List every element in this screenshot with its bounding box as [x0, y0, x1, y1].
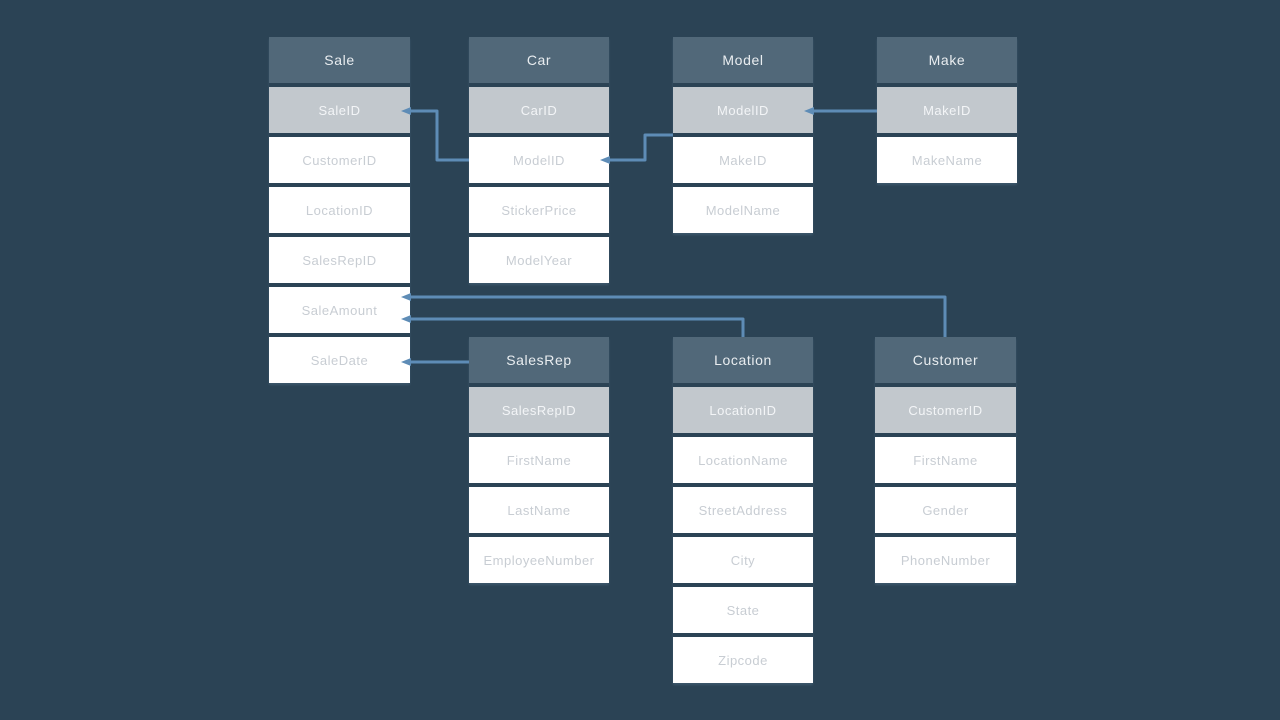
table-title-customer: Customer: [875, 337, 1016, 383]
field-row: ModelName: [673, 187, 813, 233]
field-row: ModelID: [469, 137, 609, 183]
field-row: EmployeeNumber: [469, 537, 609, 583]
field-row: MakeName: [877, 137, 1017, 183]
field-row: FirstName: [469, 437, 609, 483]
primary-key-row: SalesRepID: [469, 387, 609, 433]
field-row: MakeID: [673, 137, 813, 183]
field-row: StickerPrice: [469, 187, 609, 233]
field-row: City: [673, 537, 813, 583]
table-title-make: Make: [877, 37, 1017, 83]
field-row: LocationID: [269, 187, 410, 233]
field-row: FirstName: [875, 437, 1016, 483]
connector-line-Sale-SaleAmount-to-Location: [410, 317, 745, 337]
table-title-model: Model: [673, 37, 813, 83]
field-row: LocationName: [673, 437, 813, 483]
primary-key-row: CustomerID: [875, 387, 1016, 433]
field-row: PhoneNumber: [875, 537, 1016, 583]
field-row: State: [673, 587, 813, 633]
field-row: SaleAmount: [269, 287, 410, 333]
connector-line-Car-ModelID-to-Model-ModelID: [609, 133, 673, 162]
field-row: SaleDate: [269, 337, 410, 383]
primary-key-row: MakeID: [877, 87, 1017, 133]
table-title-sale: Sale: [269, 37, 410, 83]
primary-key-row: CarID: [469, 87, 609, 133]
field-row: Gender: [875, 487, 1016, 533]
primary-key-row: ModelID: [673, 87, 813, 133]
table-title-car: Car: [469, 37, 609, 83]
connector-line-Sale-SaleID-to-Car-ModelID: [410, 109, 469, 162]
field-row: SalesRepID: [269, 237, 410, 283]
field-row: StreetAddress: [673, 487, 813, 533]
primary-key-row: SaleID: [269, 87, 410, 133]
table-title-location: Location: [673, 337, 813, 383]
primary-key-row: LocationID: [673, 387, 813, 433]
field-row: Zipcode: [673, 637, 813, 683]
table-title-salesrep: SalesRep: [469, 337, 609, 383]
field-row: ModelYear: [469, 237, 609, 283]
connector-line-Sale-SaleAmount-to-Customer: [410, 295, 947, 337]
field-row: LastName: [469, 487, 609, 533]
field-row: CustomerID: [269, 137, 410, 183]
